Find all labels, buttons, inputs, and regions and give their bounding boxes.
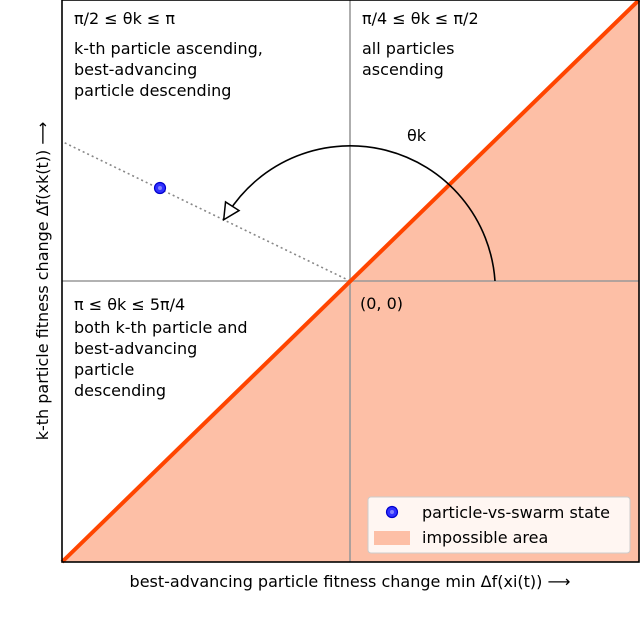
region-top-right-condition: π/4 ≤ θk ≤ π/2 (362, 9, 479, 28)
particle-state-point-core (158, 186, 162, 190)
region-bottom-left-condition: π ≤ θk ≤ 5π/4 (74, 295, 185, 314)
region-top-right-line-2: ascending (362, 60, 444, 79)
region-bottom-left-line-4: descending (74, 381, 166, 400)
x-axis-label: best-advancing particle fitness change m… (130, 572, 571, 591)
region-top-left: π/2 ≤ θk ≤ π k-th particle ascending, be… (74, 9, 263, 100)
region-bottom-left: π ≤ θk ≤ 5π/4 both k-th particle and bes… (74, 295, 248, 400)
legend-impossible-marker (374, 531, 410, 545)
legend-label-impossible: impossible area (422, 528, 548, 547)
legend-label-state: particle-vs-swarm state (422, 503, 610, 522)
state-direction-line (62, 141, 351, 282)
region-bottom-left-line-3: particle (74, 360, 134, 379)
legend-box (367, 496, 631, 554)
region-top-left-line-3: particle descending (74, 81, 231, 100)
region-top-left-line-1: k-th particle ascending, (74, 39, 263, 58)
origin-label: (0, 0) (360, 294, 403, 313)
plot-frame (61, 0, 640, 563)
region-top-left-condition: π/2 ≤ θk ≤ π (74, 9, 175, 28)
region-top-right-line-1: all particles (362, 39, 454, 58)
legend: particle-vs-swarm state impossible area (367, 496, 631, 554)
theta-label: θk (407, 126, 427, 145)
y-axis-label: k-th particle fitness change Δf(xk(t)) ⟶ (33, 122, 52, 441)
region-bottom-left-line-2: best-advancing (74, 339, 197, 358)
region-bottom-left-line-1: both k-th particle and (74, 318, 248, 337)
theta-arc (222, 145, 496, 282)
region-top-right: π/4 ≤ θk ≤ π/2 all particles ascending (362, 9, 479, 79)
diagonal-boundary-line (60, 0, 640, 564)
legend-state-marker-core (390, 510, 394, 514)
region-top-left-line-2: best-advancing (74, 60, 197, 79)
